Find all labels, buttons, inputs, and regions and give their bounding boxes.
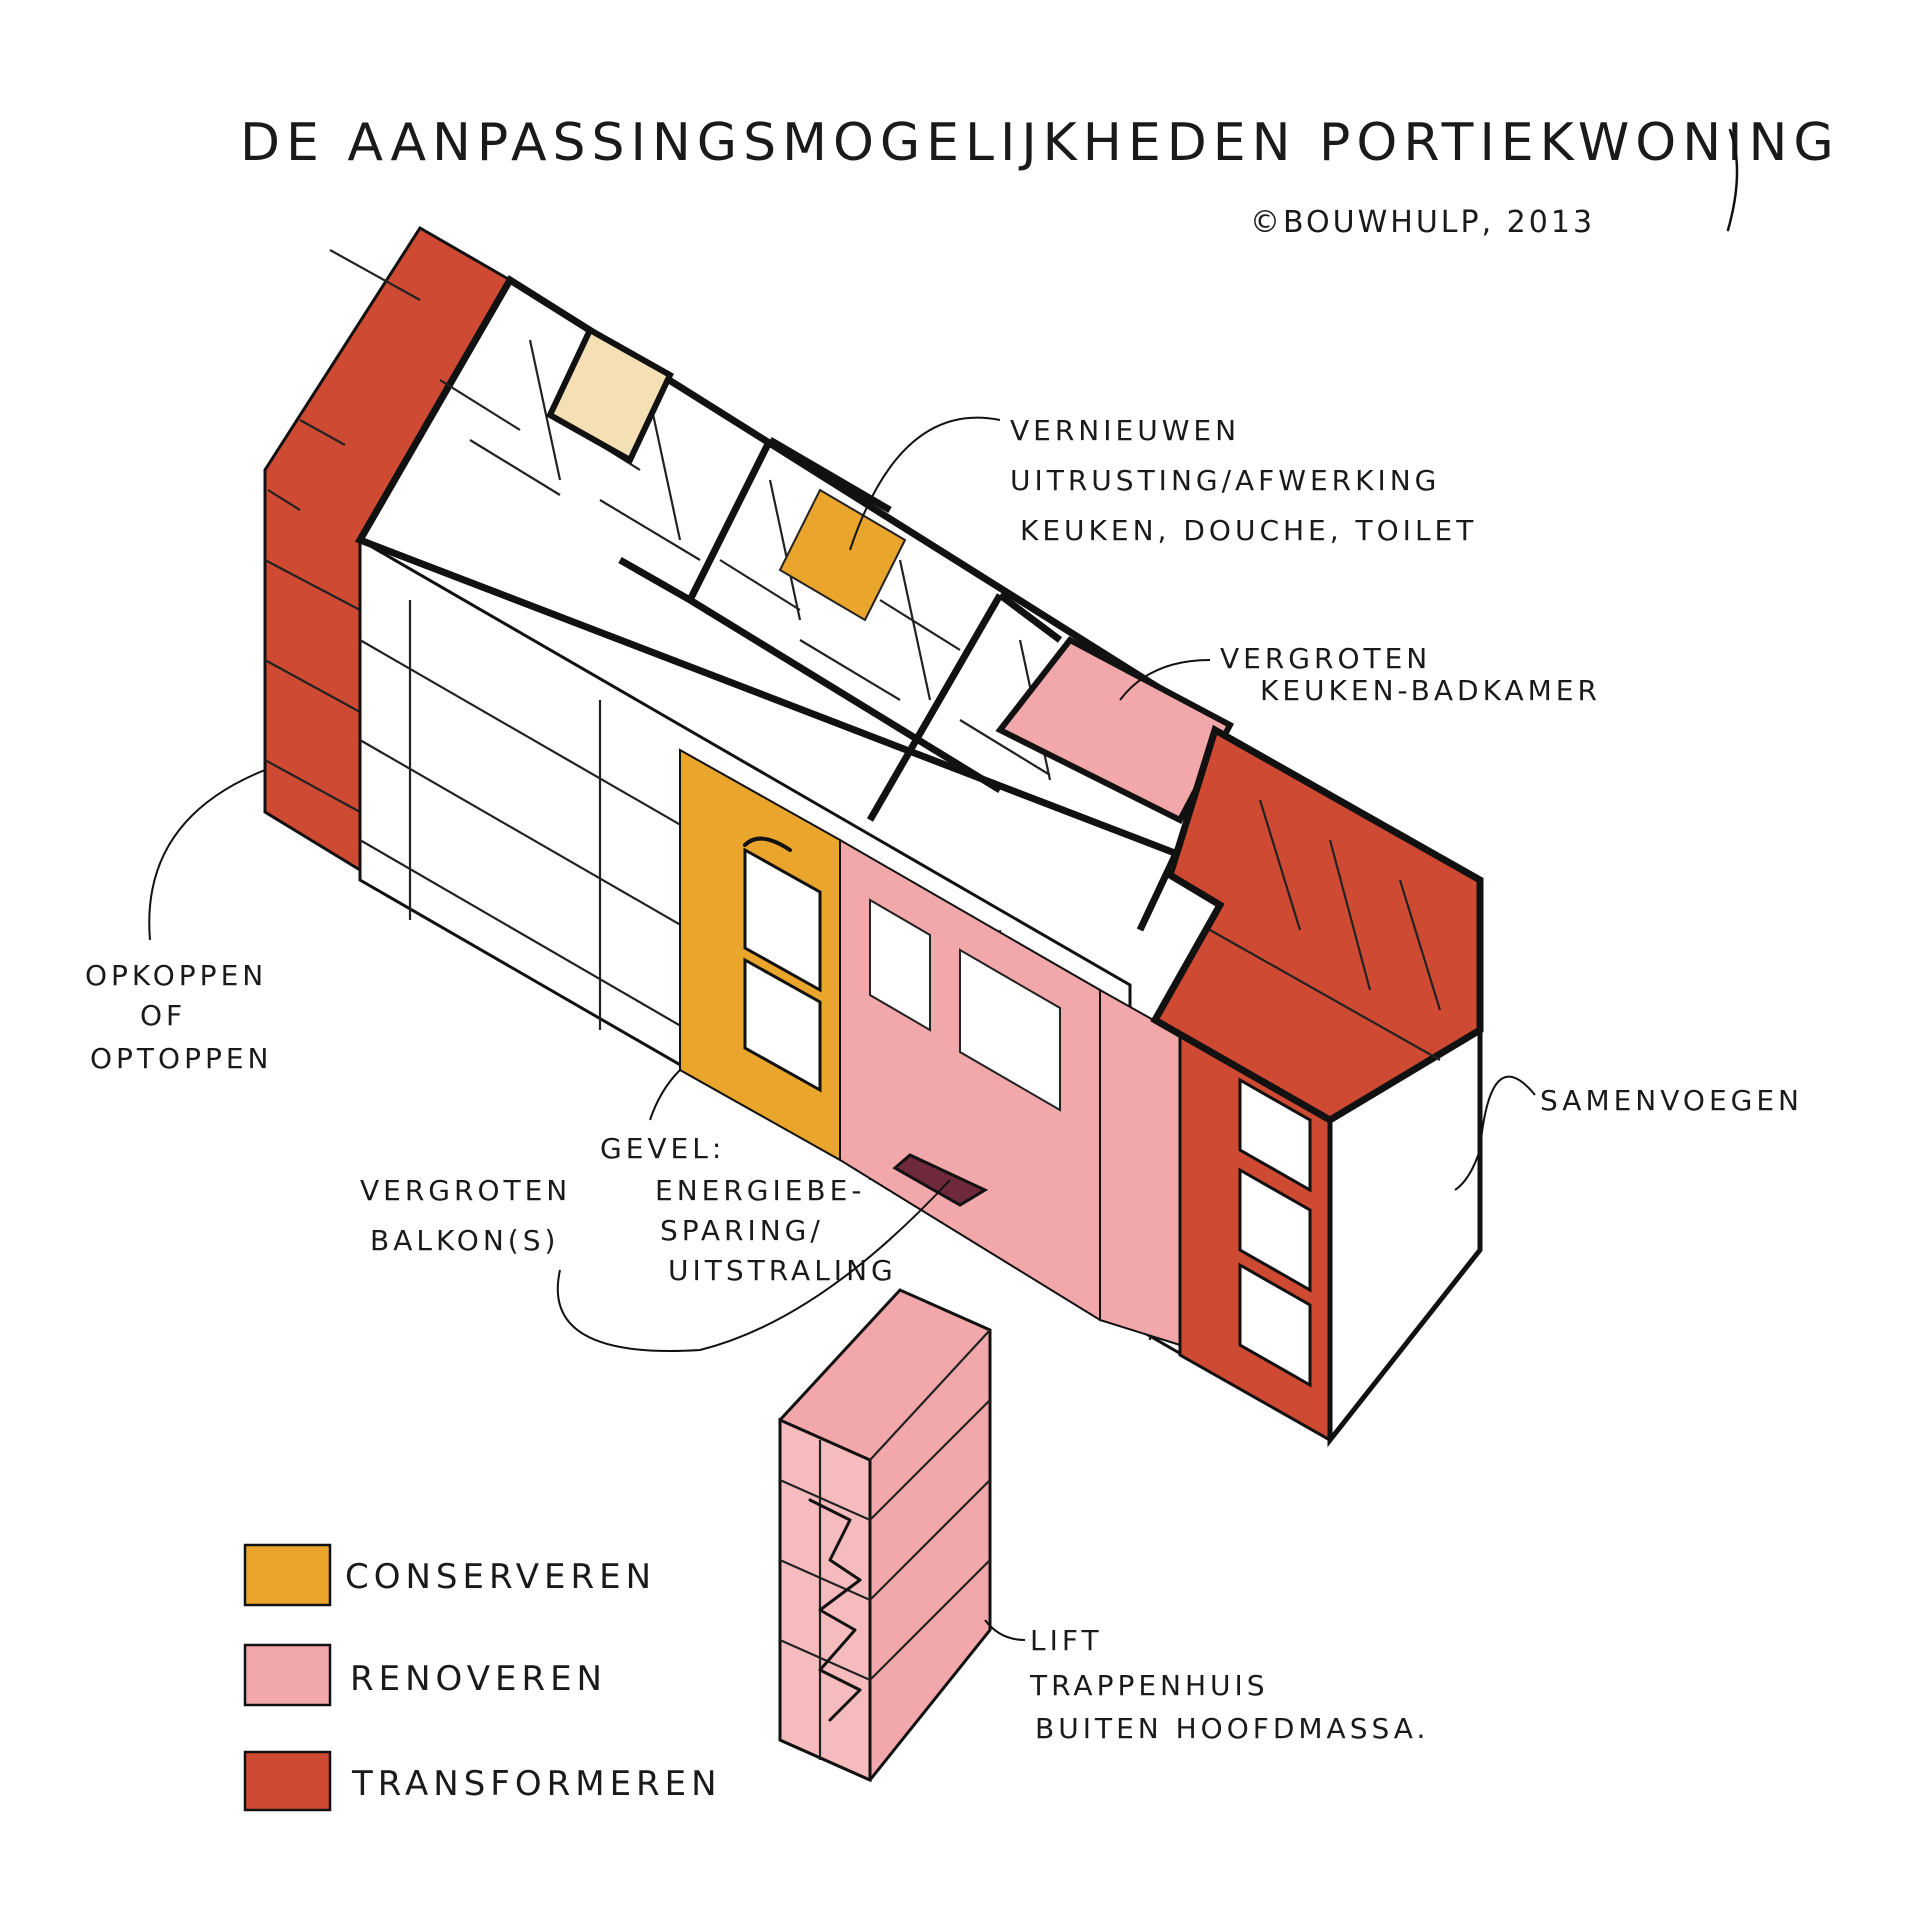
leader-vernieuwen xyxy=(849,416,1001,551)
legend-label-renoveren: RENOVEREN xyxy=(350,1659,607,1699)
sketch-title: DE AANPASSINGSMOGELIJKHEDEN PORTIEKWONIN… xyxy=(240,113,1840,173)
left-gable-floor-lines xyxy=(264,249,421,813)
gevel-line-1: GEVEL: xyxy=(600,1132,725,1165)
lift-tower-grid xyxy=(779,1329,991,1760)
copyright-credit: ©BOUWHULP, 2013 xyxy=(1250,205,1595,240)
conserve-column-arch xyxy=(743,836,792,852)
leader-opkoppen xyxy=(148,769,266,941)
annotation-opkoppen: OPKOPPEN OF OPTOPPEN xyxy=(85,769,272,1075)
vernieuwen-line-2: UITRUSTING/AFWERKING xyxy=(1010,464,1440,497)
vergroten-balkon-line-1: VERGROTEN xyxy=(360,1174,571,1207)
opkoppen-line-1: OPKOPPEN xyxy=(85,959,267,992)
gevel-line-4: UITSTRALING xyxy=(668,1254,897,1287)
leader-vergroten-balkon xyxy=(556,1179,951,1352)
opkoppen-line-3: OPTOPPEN xyxy=(90,1042,272,1075)
legend: CONSERVEREN RENOVEREN TRANSFORMEREN xyxy=(243,1543,722,1812)
facade-renovate-window-1 xyxy=(869,898,931,1032)
leader-lift xyxy=(984,1619,1026,1641)
legend-swatch-renoveren xyxy=(243,1643,332,1707)
gevel-line-3: SPARING/ xyxy=(660,1214,824,1247)
leader-vergroten-keuken xyxy=(1119,659,1211,701)
vergroten-keuken-line-1: VERGROTEN xyxy=(1220,642,1431,675)
leader-gevel xyxy=(649,1069,681,1121)
legend-label-transformeren: TRANSFORMEREN xyxy=(351,1764,722,1804)
transform-roof-lines xyxy=(1209,799,1442,1061)
roof-room-dividers xyxy=(618,436,1184,932)
roof-renovate-patch xyxy=(995,636,1235,824)
gevel-line-2: ENERGIEBE- xyxy=(655,1174,865,1207)
lift-stair-tower xyxy=(778,1288,992,1783)
facade-renovate-strip xyxy=(1099,988,1181,1347)
building-block xyxy=(263,225,1484,1448)
vergroten-keuken-line-2: KEUKEN-BADKAMER xyxy=(1260,674,1601,707)
legend-swatch-transformeren xyxy=(243,1750,332,1812)
transform-window-2 xyxy=(1238,1167,1312,1293)
roof-conserve-patch-1 xyxy=(546,325,674,465)
facade-balcony xyxy=(892,1153,989,1207)
annotation-vergroten-keuken: VERGROTEN KEUKEN-BADKAMER xyxy=(1119,642,1601,707)
annotation-vergroten-balkon: VERGROTEN BALKON(S) xyxy=(360,1174,951,1352)
annotation-vernieuwen: VERNIEUWEN UITRUSTING/AFWERKING KEUKEN, … xyxy=(849,414,1477,551)
transform-window-1 xyxy=(1238,1077,1312,1193)
lift-line-2: TRAPPENHUIS xyxy=(1029,1669,1269,1702)
legend-swatch-conserveren xyxy=(243,1543,332,1607)
legend-label-conserveren: CONSERVEREN xyxy=(345,1557,656,1597)
roof-conserve-patch-2 xyxy=(778,488,907,622)
conserve-column-upper-panel xyxy=(743,847,822,993)
vernieuwen-line-3: KEUKEN, DOUCHE, TOILET xyxy=(1020,514,1477,547)
leader-samenvoegen xyxy=(1454,1075,1536,1191)
transform-window-3 xyxy=(1238,1262,1312,1388)
lift-line-3: BUITEN HOOFDMASSA. xyxy=(1035,1712,1429,1745)
stair-flight-lines xyxy=(808,1498,862,1722)
annotation-lift: LIFT TRAPPENHUIS BUITEN HOOFDMASSA. xyxy=(984,1619,1429,1745)
annotation-samenvoegen: SAMENVOEGEN xyxy=(1454,1075,1803,1191)
opkoppen-line-2: OF xyxy=(140,999,186,1032)
lift-line-1: LIFT xyxy=(1030,1624,1103,1657)
vernieuwen-line-1: VERNIEUWEN xyxy=(1010,414,1240,447)
samenvoegen-label: SAMENVOEGEN xyxy=(1540,1084,1803,1117)
transform-block-roof xyxy=(1150,724,1484,1125)
annotation-gevel: GEVEL: ENERGIEBE- SPARING/ UITSTRALING xyxy=(600,1069,897,1287)
lift-tower-front xyxy=(778,1417,872,1783)
title-flourish xyxy=(1726,128,1739,232)
conserve-column-lower-panel xyxy=(743,957,822,1093)
vergroten-balkon-line-2: BALKON(S) xyxy=(370,1224,559,1257)
facade-renovate-window-2 xyxy=(959,948,1061,1112)
